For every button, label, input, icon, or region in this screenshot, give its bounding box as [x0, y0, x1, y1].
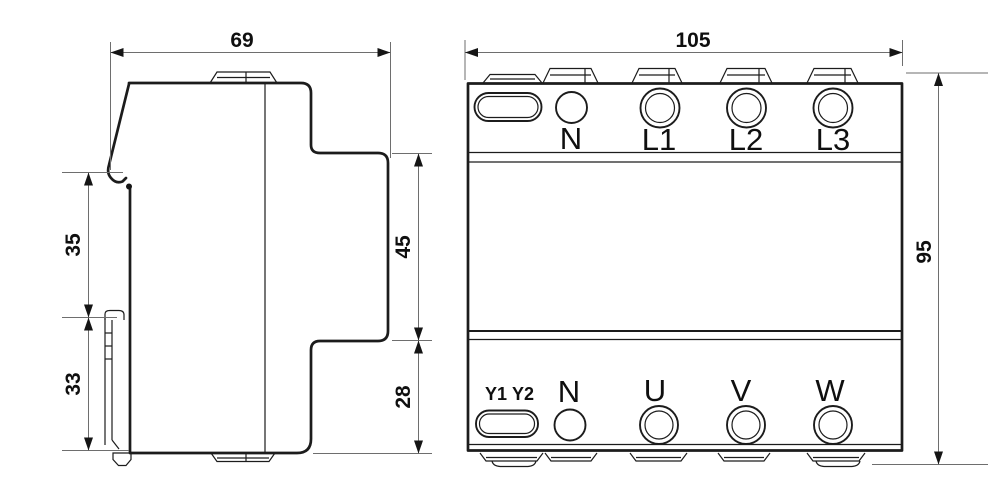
- side-width-dimension: 69: [110, 29, 391, 170]
- front-height-dimension: 95: [872, 72, 988, 465]
- terminal-label-n-bottom: N: [558, 374, 580, 409]
- top-tabs: [482, 67, 859, 84]
- side-right-depth-dimensions: 45 28: [313, 153, 432, 454]
- terminal-label-w: W: [815, 373, 845, 408]
- terminal-port-l3: [812, 87, 854, 129]
- terminal-port-n-top: [555, 91, 588, 124]
- aux-label-y2: Y2: [512, 384, 534, 404]
- lever-pivot: [126, 183, 132, 190]
- front-width-dimension: 105: [464, 29, 903, 80]
- terminal-label-l2: L2: [729, 122, 763, 157]
- terminal-port-w: [813, 405, 853, 445]
- side-upper-height-dim-label: 35: [62, 233, 85, 257]
- side-width-dim-label: 69: [230, 29, 253, 52]
- clip-foot: [112, 452, 132, 467]
- terminal-label-u: U: [644, 373, 666, 408]
- terminal-label-l3: L3: [816, 122, 850, 157]
- indicator-slot-bottom: [475, 409, 539, 438]
- din-tab-top-side: [209, 71, 278, 84]
- side-left-height-dimensions: 35 33: [62, 172, 129, 451]
- release-lever: [106, 82, 131, 184]
- side-upper-depth-dim-label: 45: [392, 235, 415, 259]
- din-tab-bottom-side: [210, 452, 276, 463]
- front-width-dim-label: 105: [675, 29, 710, 52]
- side-view: 69 35 33 45 28: [62, 29, 432, 467]
- din-rail-clip: [104, 309, 132, 467]
- indicator-slot-top: [473, 92, 543, 122]
- front-height-dim-label: 95: [913, 240, 936, 264]
- side-body-outline: [127, 81, 390, 455]
- bottom-tabs: [479, 452, 866, 468]
- terminal-port-v: [726, 405, 766, 445]
- terminal-label-l1: L1: [642, 122, 676, 157]
- terminal-label-n-top: N: [560, 121, 582, 156]
- front-body-outline: [466, 82, 904, 452]
- side-lower-height-dim-label: 33: [62, 372, 85, 395]
- top-terminal-row: N L1 L2 L3: [473, 87, 854, 157]
- aux-label-y1: Y1: [485, 384, 507, 404]
- bottom-terminal-row: Y1 Y2 N U V W: [475, 373, 853, 445]
- terminal-label-v: V: [731, 373, 752, 408]
- terminal-port-l2: [726, 87, 767, 129]
- terminal-port-n-bottom: [553, 408, 587, 442]
- side-lower-depth-dim-label: 28: [392, 385, 415, 409]
- terminal-port-l1: [639, 87, 681, 129]
- front-view: N L1 L2 L3 Y1 Y2 N U V W: [464, 29, 988, 468]
- terminal-port-u: [639, 405, 679, 445]
